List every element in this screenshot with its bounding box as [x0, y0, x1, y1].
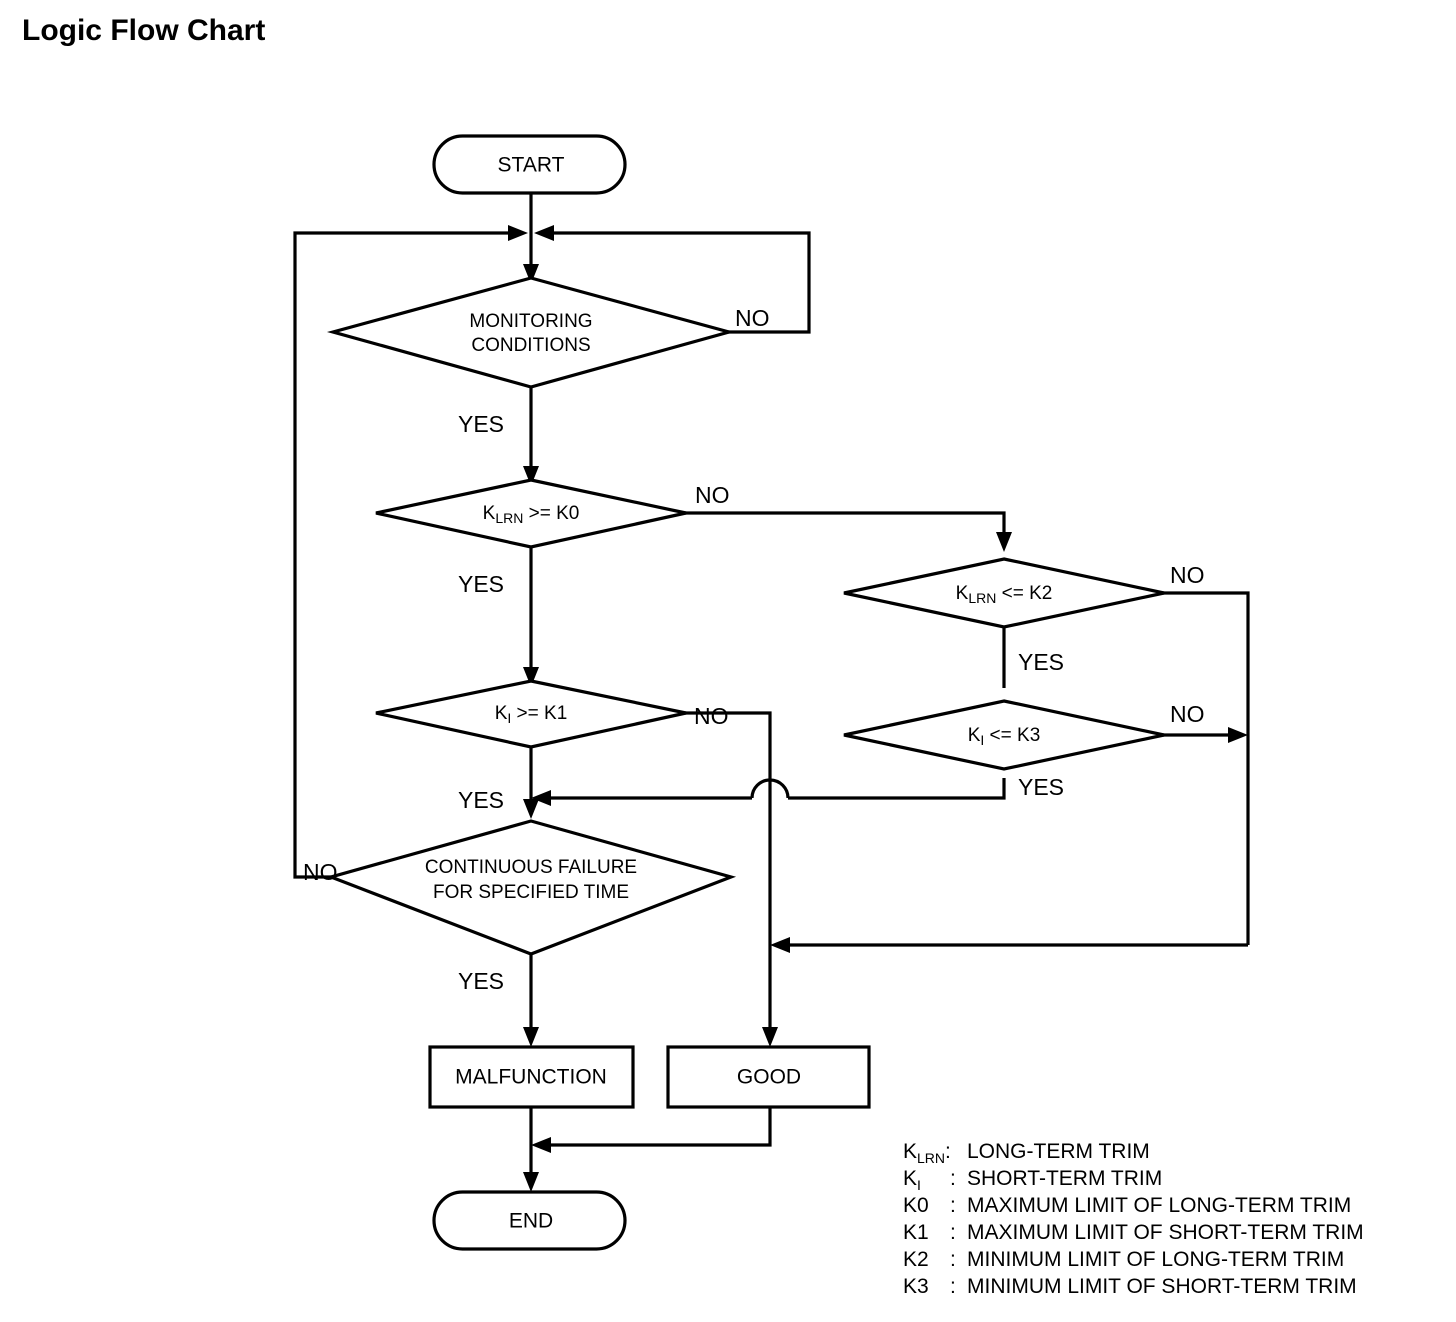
ki3-sub: I — [980, 732, 984, 748]
legend-desc-4: MINIMUM LIMIT OF LONG-TERM TRIM — [967, 1248, 1344, 1271]
node-start-label: START — [498, 154, 565, 177]
legend-key-5: K3 — [903, 1275, 929, 1298]
node-continuous-failure[interactable] — [325, 819, 737, 956]
arrowhead-into-end — [523, 1172, 539, 1192]
node-good[interactable] — [666, 1045, 871, 1109]
klrn2-var: K — [956, 583, 969, 604]
node-monitoring-conditions[interactable] — [326, 276, 736, 389]
node-klrn-ge-k0-label: KLRN >= K0 — [483, 503, 580, 526]
node-ki-le-k3[interactable] — [843, 699, 1165, 771]
edge-ki-le-k3-yes-left-1 — [788, 778, 1006, 800]
arrowhead-ki-le-k3-no-into-bus — [1228, 727, 1248, 743]
klrn2-sub: LRN — [968, 590, 996, 606]
edge-good-to-end-trunk — [540, 1107, 772, 1147]
page-title: Logic Flow Chart — [22, 14, 266, 47]
node-end[interactable] — [432, 1190, 627, 1251]
edge-label-klrn-le-k2-no: NO — [1170, 562, 1205, 588]
edge-contfail-no-loopback — [293, 231, 520, 879]
node-good-label: GOOD — [737, 1066, 801, 1089]
node-monitoring-label-line2: CONDITIONS — [471, 335, 590, 356]
klrn-op: >= K0 — [523, 503, 579, 524]
edge-label-monitoring-yes: YES — [458, 411, 504, 437]
edge-label-cont-fail-yes: YES — [458, 968, 504, 994]
arrowhead-into-cont-fail — [523, 799, 539, 819]
legend-key-0-text: K — [903, 1140, 917, 1163]
legend-colon-4: : — [950, 1248, 956, 1271]
ki3-var: K — [968, 725, 981, 746]
legend-key-1-text: K — [903, 1167, 917, 1190]
edge-label-ki-ge-k1-no: NO — [694, 703, 729, 729]
edge-label-ki-ge-k1-yes: YES — [458, 787, 504, 813]
node-ki-ge-k1[interactable] — [375, 679, 687, 749]
klrn-sub: LRN — [495, 510, 523, 526]
edge-ki-ge-k1-no — [685, 711, 772, 1040]
legend: KLRN: LONG-TERM TRIM KI : SHORT-TERM TRI… — [903, 1140, 1364, 1298]
node-malfunction-label: MALFUNCTION — [455, 1066, 607, 1089]
arrowhead-bus-into-good-trunk — [770, 937, 790, 953]
legend-desc-3: MAXIMUM LIMIT OF SHORT-TERM TRIM — [967, 1221, 1364, 1244]
edge-label-ki-le-k3-yes: YES — [1018, 774, 1064, 800]
arrowhead-good-into-end-trunk — [531, 1137, 551, 1153]
ki3-op: <= K3 — [984, 725, 1040, 746]
edge-label-cont-fail-no: NO — [303, 859, 338, 885]
arrowhead-into-good — [762, 1027, 778, 1047]
node-end-label: END — [509, 1210, 553, 1233]
legend-desc-5: MINIMUM LIMIT OF SHORT-TERM TRIM — [967, 1275, 1357, 1298]
edge-label-monitoring-no: NO — [735, 305, 770, 331]
legend-key-0-colon: : — [945, 1140, 951, 1163]
node-continuous-failure-line2: FOR SPECIFIED TIME — [433, 882, 629, 903]
klrn-var: K — [483, 503, 496, 524]
legend-desc-0: LONG-TERM TRIM — [967, 1140, 1150, 1163]
arrowhead-into-klrn-ge-k0 — [523, 466, 539, 486]
ki1-sub: I — [507, 710, 511, 726]
arrowhead-join-from-left — [508, 225, 528, 241]
node-klrn-ge-k0[interactable] — [375, 478, 687, 549]
edge-label-ki-le-k3-no: NO — [1170, 701, 1205, 727]
arrowhead-merge-into-yes-path — [531, 790, 551, 806]
edge-label-klrn-ge-k0-no: NO — [695, 482, 730, 508]
legend-key-1: KI — [903, 1167, 921, 1193]
edge-klrn-le-k2-no — [1163, 591, 1250, 945]
arrowhead-into-klrn-le-k2 — [996, 532, 1012, 552]
ki1-var: K — [495, 703, 508, 724]
arrowhead-into-ki-ge-k1 — [523, 667, 539, 687]
legend-colon-2: : — [950, 1194, 956, 1217]
ki1-op: >= K1 — [511, 703, 567, 724]
node-continuous-failure-line1: CONTINUOUS FAILURE — [425, 857, 637, 878]
node-ki-ge-k1-label: KI >= K1 — [495, 703, 568, 726]
node-klrn-le-k2-label: KLRN <= K2 — [956, 583, 1053, 606]
legend-desc-1: SHORT-TERM TRIM — [967, 1167, 1162, 1190]
legend-key-1-sub: I — [917, 1177, 921, 1193]
arrowhead-into-monitoring — [523, 264, 539, 284]
legend-colon-3: : — [950, 1221, 956, 1244]
legend-key-2: K0 — [903, 1194, 929, 1217]
legend-colon-5: : — [950, 1275, 956, 1298]
node-ki-le-k3-label: KI <= K3 — [968, 725, 1041, 748]
legend-key-0: KLRN: — [903, 1140, 951, 1166]
edge-label-klrn-ge-k0-yes: YES — [458, 571, 504, 597]
node-klrn-le-k2[interactable] — [843, 557, 1165, 629]
line-hop-bridge — [750, 778, 790, 799]
node-monitoring-label-line1: MONITORING — [469, 311, 592, 332]
node-malfunction[interactable] — [428, 1045, 635, 1109]
legend-desc-2: MAXIMUM LIMIT OF LONG-TERM TRIM — [967, 1194, 1351, 1217]
edge-klrn-ge-k0-no — [685, 511, 1006, 544]
node-start[interactable] — [432, 134, 627, 195]
legend-key-4: K2 — [903, 1248, 929, 1271]
edge-label-klrn-le-k2-yes: YES — [1018, 649, 1064, 675]
legend-key-3: K1 — [903, 1221, 929, 1244]
arrowhead-into-malfunction — [523, 1027, 539, 1047]
legend-key-0-sub: LRN — [917, 1150, 945, 1166]
legend-colon-1: : — [950, 1167, 956, 1190]
klrn2-op: <= K2 — [996, 583, 1052, 604]
edge-monitoring-no-loopback — [542, 231, 811, 334]
arrowhead-join-from-right — [534, 225, 554, 241]
